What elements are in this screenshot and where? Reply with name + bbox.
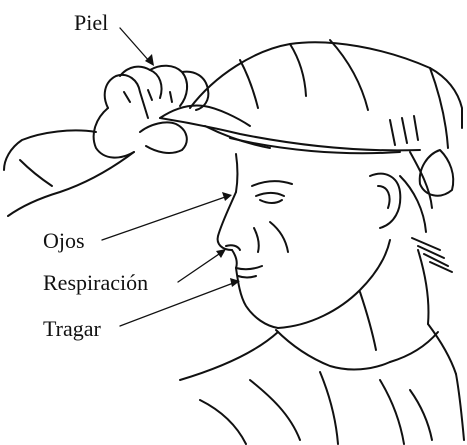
neck-shirt-drawing xyxy=(180,250,464,444)
arrowhead-ojos xyxy=(222,192,232,201)
label-ojos: Ojos xyxy=(43,230,85,252)
arrowhead-piel xyxy=(145,54,154,66)
label-respiracion: Respiración xyxy=(43,272,148,294)
arrowheads xyxy=(145,54,240,287)
leader-line-respiracion xyxy=(178,252,222,282)
label-piel: Piel xyxy=(74,12,108,34)
arrowhead-respiracion xyxy=(216,249,226,258)
leader-line-piel xyxy=(120,28,150,62)
leader-line-ojos xyxy=(102,196,228,240)
cap-drawing xyxy=(160,40,462,196)
head-drawing xyxy=(218,152,452,328)
hand-drawing xyxy=(4,66,208,216)
label-tragar: Tragar xyxy=(43,318,101,340)
